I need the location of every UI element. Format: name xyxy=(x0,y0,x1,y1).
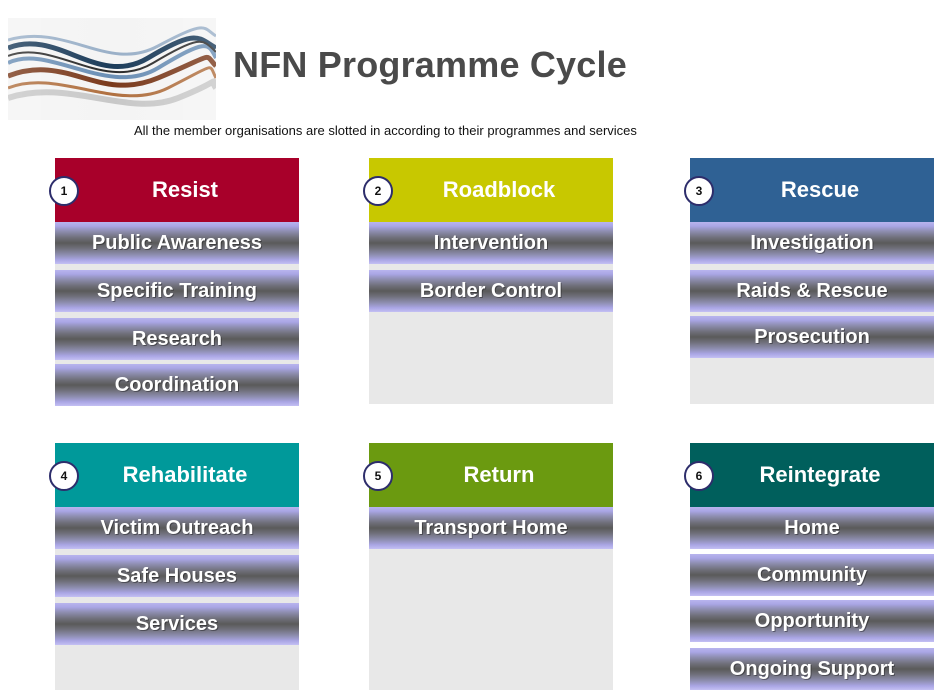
panel-title: Reintegrate xyxy=(759,462,881,487)
panel-roadblock: Roadblock 2 Intervention Border Control xyxy=(363,158,613,404)
step-number-badge: 5 xyxy=(363,461,393,491)
panel-header-roadblock: Roadblock xyxy=(369,158,613,222)
item-home: Home xyxy=(690,507,934,549)
step-number-badge: 3 xyxy=(684,176,714,206)
step-number-badge: 4 xyxy=(49,461,79,491)
step-number-badge: 1 xyxy=(49,176,79,206)
item-investigation: Investigation xyxy=(690,222,934,264)
panel-title: Rehabilitate xyxy=(122,462,248,487)
item-transport-home: Transport Home xyxy=(369,507,613,549)
step-number-badge: 2 xyxy=(363,176,393,206)
panel-reintegrate: Reintegrate 6 Home Community Opportunity… xyxy=(684,443,934,693)
panel-header-rehabilitate: Rehabilitate xyxy=(55,443,299,507)
item-safe-houses: Safe Houses xyxy=(55,555,299,597)
panel-return: Return 5 Transport Home xyxy=(363,443,613,690)
panel-header-resist: Resist xyxy=(55,158,299,222)
page-subtitle: All the member organisations are slotted… xyxy=(134,123,637,138)
item-public-awareness: Public Awareness xyxy=(55,222,299,264)
panel-header-reintegrate: Reintegrate xyxy=(690,443,934,507)
item-services: Services xyxy=(55,603,299,645)
item-opportunity: Opportunity xyxy=(690,600,934,642)
item-prosecution: Prosecution xyxy=(690,316,934,358)
panel-resist: Resist 1 Public Awareness Specific Train… xyxy=(49,158,299,406)
nfn-logo xyxy=(8,18,216,120)
panel-title: Roadblock xyxy=(442,177,556,202)
panel-header-rescue: Rescue xyxy=(690,158,934,222)
item-research: Research xyxy=(55,318,299,360)
item-intervention: Intervention xyxy=(369,222,613,264)
item-raids-rescue: Raids & Rescue xyxy=(690,270,934,312)
step-number-badge: 6 xyxy=(684,461,714,491)
item-specific-training: Specific Training xyxy=(55,270,299,312)
page-title: NFN Programme Cycle xyxy=(233,44,627,85)
panel-title: Return xyxy=(463,462,535,487)
panel-title: Rescue xyxy=(780,177,860,202)
item-community: Community xyxy=(690,554,934,596)
panel-rehabilitate: Rehabilitate 4 Victim Outreach Safe Hous… xyxy=(49,443,299,690)
item-victim-outreach: Victim Outreach xyxy=(55,507,299,549)
panel-header-return: Return xyxy=(369,443,613,507)
panel-rescue: Rescue 3 Investigation Raids & Rescue Pr… xyxy=(684,158,934,404)
item-border-control: Border Control xyxy=(369,270,613,312)
item-coordination: Coordination xyxy=(55,364,299,406)
panel-title: Resist xyxy=(151,177,219,202)
item-ongoing-support: Ongoing Support xyxy=(690,648,934,690)
